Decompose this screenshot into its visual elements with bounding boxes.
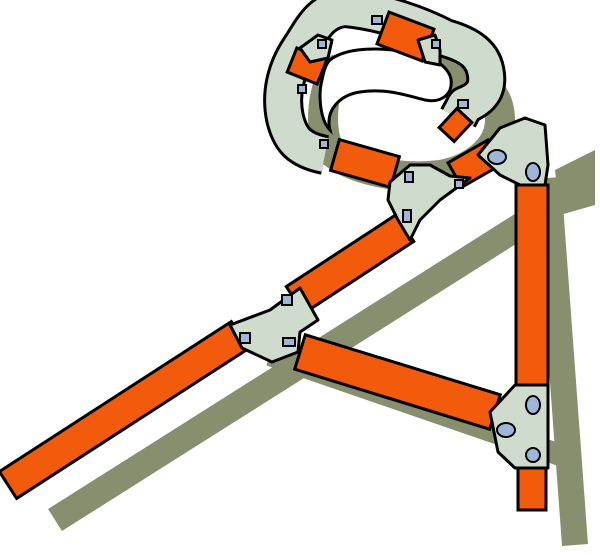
peg-icon — [371, 15, 383, 25]
peg-icon — [525, 447, 541, 463]
bar-loop-lower — [328, 137, 402, 190]
peg-icon — [404, 171, 414, 183]
peg-icon — [431, 39, 441, 49]
bar-cross — [292, 332, 503, 432]
bar-long-diagonal — [0, 319, 251, 501]
peg-icon — [239, 332, 251, 344]
shadow-top-joint — [555, 150, 595, 215]
peg-icon — [317, 39, 327, 49]
peg-icon — [402, 209, 412, 223]
loop-track — [266, 0, 504, 172]
peg-icon — [457, 99, 469, 109]
peg-icon — [525, 395, 541, 415]
peg-icon — [282, 337, 296, 347]
bar-loop-end — [437, 106, 474, 144]
bar-vertical — [514, 183, 550, 387]
peg-icon — [454, 179, 464, 189]
bar-bottom-stub — [516, 463, 548, 512]
peg-icon — [496, 422, 516, 438]
peg-icon — [281, 294, 293, 306]
peg-icon — [525, 162, 541, 182]
peg-icon — [487, 149, 507, 165]
peg-icon — [319, 139, 329, 149]
peg-icon — [297, 84, 307, 94]
